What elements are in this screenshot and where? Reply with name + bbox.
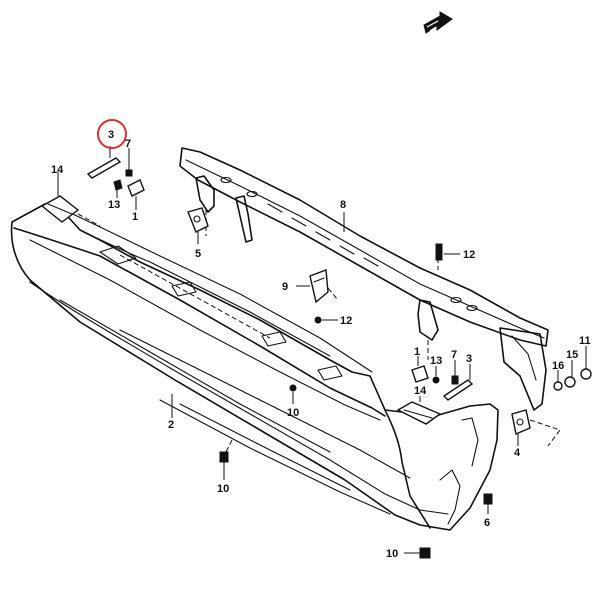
callout-6: 6	[484, 517, 490, 529]
callout-7: 7	[451, 349, 457, 361]
callout-13: 13	[430, 355, 442, 367]
callout-14: 14	[414, 385, 427, 397]
clip-part-7-left	[125, 148, 133, 177]
callout-3: 3	[466, 353, 472, 365]
callout-3-highlighted: 3	[108, 129, 114, 141]
bumper-reinforcement-beam	[179, 147, 549, 411]
bumper-cover	[10, 203, 499, 531]
bracket-part-3-right	[442, 364, 474, 401]
screw-part-10-lower	[219, 439, 233, 480]
bolt-part-12-lower	[314, 316, 338, 324]
callout-2: 2	[168, 419, 174, 431]
callout-10: 10	[287, 407, 299, 419]
bracket-part-4	[511, 409, 561, 447]
callout-11: 11	[579, 335, 591, 347]
side-bracket-part-14-left	[40, 172, 101, 227]
nut-part-13-right	[432, 366, 440, 384]
screw-part-6	[483, 493, 493, 514]
callout-9: 9	[282, 281, 288, 293]
callout-8: 8	[340, 199, 346, 211]
callout-12: 12	[340, 315, 352, 327]
nut-part-13-left	[113, 179, 123, 198]
nut-part-11	[580, 346, 592, 380]
callout-15: 15	[566, 349, 578, 361]
callout-16: 16	[552, 360, 564, 372]
callout-10: 10	[217, 483, 229, 495]
clip-part-7-right	[451, 360, 459, 385]
washer-part-15	[564, 360, 576, 388]
bracket-part-5	[187, 207, 209, 244]
callout-7: 7	[125, 138, 131, 150]
callout-1: 1	[132, 211, 138, 223]
bracket-part-3-left	[86, 146, 122, 179]
callout-13: 13	[108, 199, 120, 211]
bolt-part-12-upper	[435, 243, 460, 261]
side-bracket-part-14-right	[396, 396, 442, 425]
screw-part-10-middle	[289, 384, 297, 404]
front-direction-arrow-icon	[423, 11, 453, 34]
callout-10: 10	[386, 548, 398, 560]
retainer-part-9	[296, 269, 329, 304]
callout-14: 14	[51, 164, 64, 176]
callout-1: 1	[414, 346, 420, 358]
screw-part-10-bottom	[404, 547, 431, 559]
washer-part-16	[553, 370, 563, 391]
callout-4: 4	[514, 447, 521, 459]
callout-12: 12	[463, 249, 475, 261]
callout-3-highlight-ring	[97, 119, 127, 149]
callout-5: 5	[195, 248, 201, 260]
retainer-part-1-right	[411, 356, 429, 383]
retainer-part-1-left	[127, 179, 145, 210]
